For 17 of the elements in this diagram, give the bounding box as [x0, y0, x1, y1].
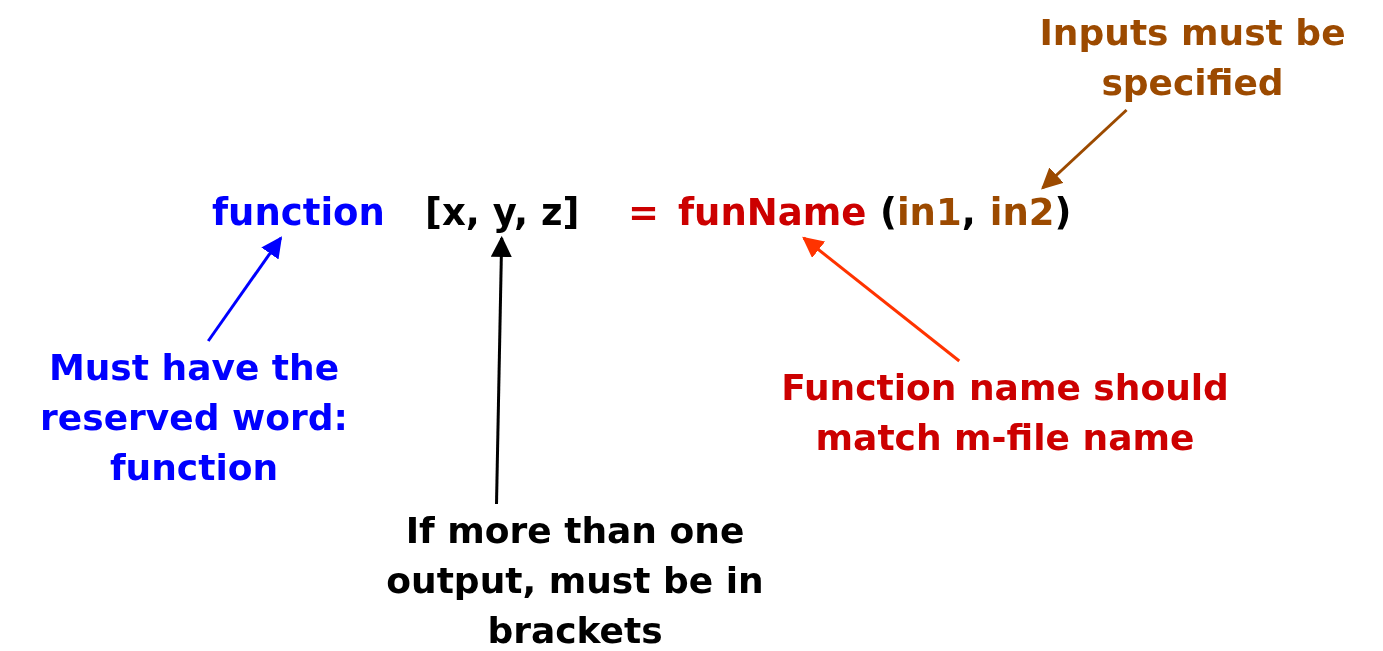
code-text: ( — [880, 191, 897, 234]
input-argument: in2 — [989, 191, 1055, 234]
function-name: funName — [678, 191, 867, 235]
arrow — [802, 236, 961, 363]
arrow — [207, 236, 283, 342]
arrow — [490, 235, 512, 505]
callout-text: Function name should match m-file name — [730, 363, 1280, 463]
arrow — [1041, 108, 1128, 190]
callout-text: Inputs must be specified — [1005, 8, 1380, 108]
input-argument: in1 — [896, 191, 962, 234]
callout-text: If more than one output, must be in brackets — [340, 506, 810, 651]
code-keyword: function — [212, 191, 385, 235]
code-text: , — [961, 191, 976, 234]
callout-text: Must have the reserved word: function — [5, 343, 383, 493]
code-text: ) — [1054, 191, 1072, 234]
code-operator: = — [628, 191, 659, 235]
code-text: [x, y, z] — [425, 191, 580, 235]
